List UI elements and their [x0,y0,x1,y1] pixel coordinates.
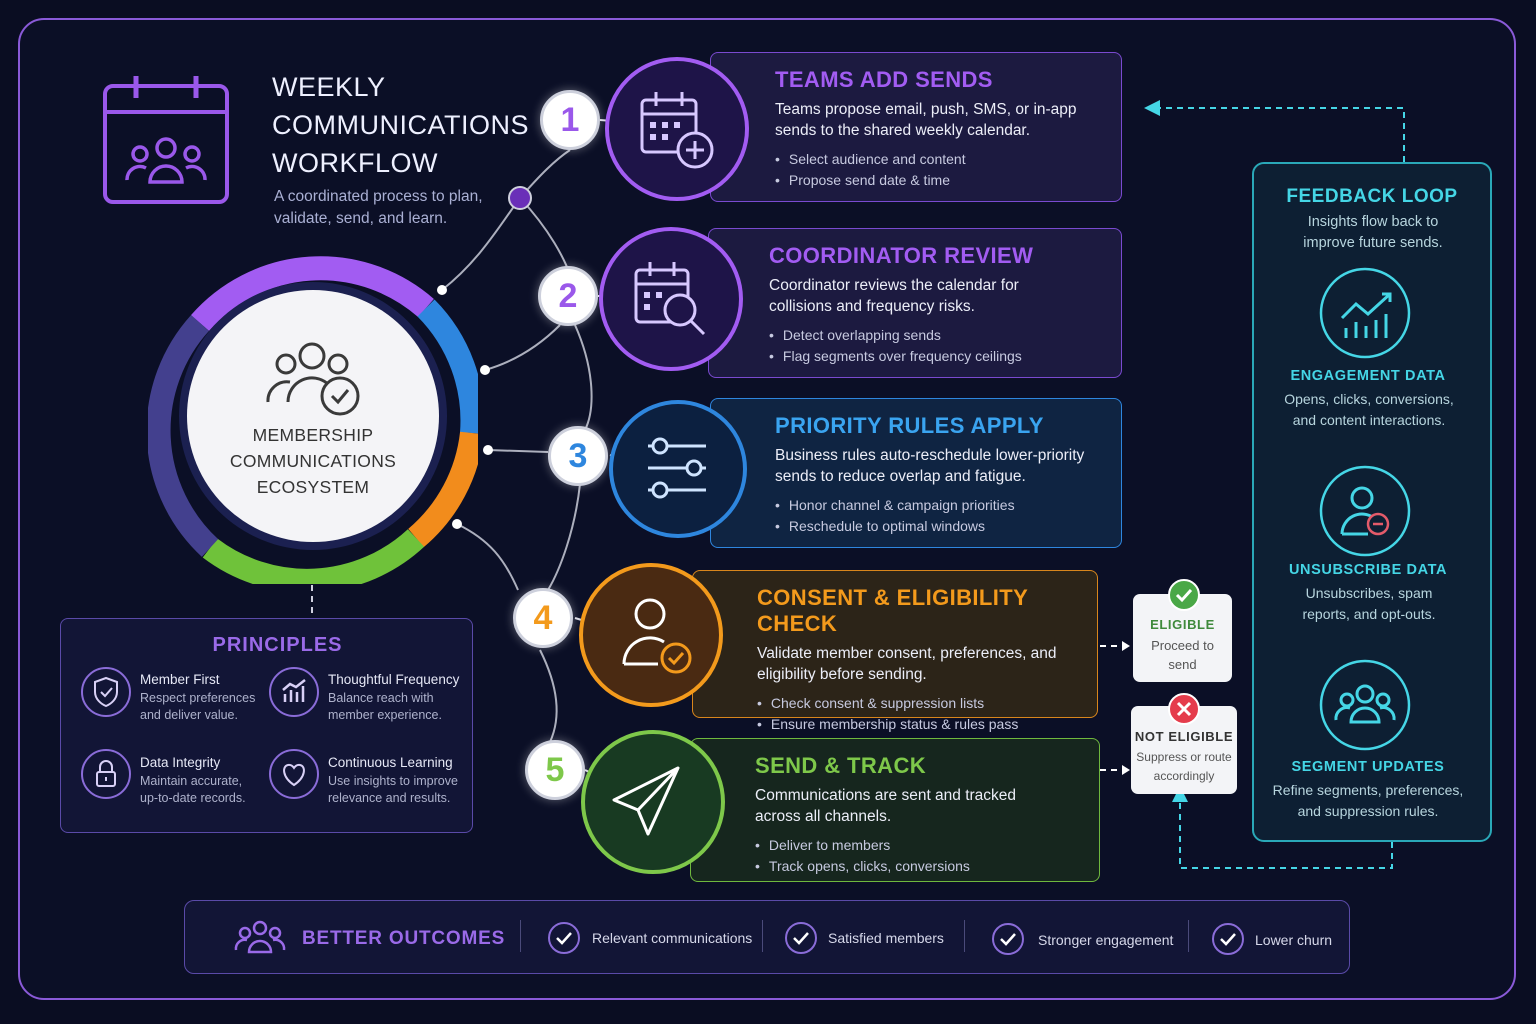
step-3-bullet: Reschedule to optimal windows [775,516,1101,537]
feedback-arrow-head [1144,100,1160,116]
divider [964,920,965,952]
check-circle-icon [991,922,1025,961]
step-4-bullet: Ensure membership status & rules pass [757,714,1077,735]
return-arrow-head [1172,786,1188,802]
people-check-icon [264,338,364,423]
step-1-number: 1 [540,90,600,150]
user-check-icon [578,562,724,713]
principle-3-title: Data Integrity [140,755,221,770]
spine-2 [519,197,571,276]
page-subtitle: A coordinated process to plan, validate,… [274,188,483,227]
step-2-bullet: Detect overlapping sends [769,325,1101,346]
step-1-bullet: Select audience and content [775,149,1101,170]
divider [762,920,763,952]
step-5-bullet: Deliver to members [755,835,1079,856]
step-3-description: Business rules auto-reschedule lower-pri… [775,447,1085,485]
check-circle-icon [1211,922,1245,961]
calendar-people-icon [102,76,230,211]
divider [1188,920,1189,952]
hub-connector-2 [484,324,561,371]
outcome-item: Stronger engagement [1038,932,1174,948]
step-5-bullet: Track opens, clicks, conversions [755,856,1079,877]
principle-1-title: Member First [140,672,220,687]
outcome-item: Satisfied members [828,930,944,946]
hub-label: MEMBERSHIP COMMUNICATIONS ECOSYSTEM [229,425,397,497]
calendar-add-icon [604,56,750,207]
check-circle-icon [784,921,818,960]
step-5-title: SEND & TRACK [755,753,927,778]
step-4-number: 4 [513,588,573,648]
segment-updates-title: SEGMENT UPDATES [1291,759,1445,775]
feedback-title: FEEDBACK LOOP [1286,186,1458,207]
outcomes-title: BETTER OUTCOMES [302,928,506,949]
principles-panel [60,618,473,833]
principle-2-title: Thoughtful Frequency [328,672,460,687]
feedback-subtitle: Insights flow back to improve future sen… [1303,214,1443,251]
hub-connector-4 [456,523,519,591]
step-3-title: PRIORITY RULES APPLY [775,413,1044,438]
step-3-card: PRIORITY RULES APPLY Business rules auto… [710,398,1122,548]
step-3-number: 3 [548,426,608,486]
hub-connector-3 [487,449,549,453]
trend-chart-icon [1318,266,1412,365]
hub-ring [146,248,485,593]
group-icon [1318,658,1412,757]
principle-3-text: Maintain accurate, up-to-date records. [140,774,246,805]
step-5-description: Communications are sent and tracked acro… [755,787,1017,825]
not-eligible-title: NOT ELIGIBLE [1134,729,1234,744]
step-2-description: Coordinator reviews the calendar for col… [769,277,1019,315]
outcomes-group-icon [234,918,286,963]
unsubscribe-data-text: Unsubscribes, spam reports, and opt-outs… [1302,585,1436,622]
eligible-text: Proceed to send [1151,638,1214,672]
step-5-number: 5 [525,740,585,800]
eligible-title: ELIGIBLE [1150,617,1215,632]
step-5-card: SEND & TRACK Communications are sent and… [690,738,1100,882]
engagement-data-title: ENGAGEMENT DATA [1290,368,1446,384]
step-3-bullet: Honor channel & campaign priorities [775,495,1101,516]
paper-plane-icon [580,726,726,883]
spine-5 [539,649,558,743]
spine-3 [574,324,593,431]
outcome-item: Relevant communications [592,930,753,946]
sliders-icon [608,398,748,545]
step-1-card: TEAMS ADD SENDS Teams propose email, pus… [710,52,1122,202]
not-eligible-status-box: NOT ELIGIBLE Suppress or route according… [1131,706,1237,794]
principle-4-text: Use insights to improve relevance and re… [328,774,458,805]
engagement-data-text: Opens, clicks, conversions, and content … [1284,391,1454,428]
not-eligible-text: Suppress or route accordingly [1136,750,1232,783]
step-2-number: 2 [538,266,598,326]
divider [520,920,521,952]
lock-icon [80,748,132,805]
calendar-search-icon [598,226,744,377]
check-circle-icon [547,921,581,960]
step-4-bullet: Check consent & suppression lists [757,693,1077,714]
page-title: WEEKLY COMMUNICATIONS WORKFLOW [272,72,529,178]
junction-dot [508,186,532,210]
principle-4-title: Continuous Learning [328,755,453,770]
outcomes-bar [184,900,1350,974]
step-2-card: COORDINATOR REVIEW Coordinator reviews t… [708,228,1122,378]
step-4-card: CONSENT & ELIGIBILITY CHECK Validate mem… [692,570,1098,732]
heart-icon [268,748,320,805]
principles-title: PRINCIPLES [212,634,343,656]
step-4-description: Validate member consent, preferences, an… [757,645,1057,683]
principle-1-text: Respect preferences and deliver value. [140,691,256,722]
shield-check-icon [80,666,132,723]
principle-2-text: Balance reach with member experience. [328,691,442,722]
step-1-bullet: Propose send date & time [775,170,1101,191]
x-circle-icon [1167,692,1201,731]
segment-updates-text: Refine segments, preferences, and suppre… [1272,782,1464,819]
user-minus-icon [1318,464,1412,563]
check-circle-icon [1167,578,1201,617]
step-1-title: TEAMS ADD SENDS [775,67,993,92]
step-4-title: CONSENT & ELIGIBILITY CHECK [757,585,1028,636]
spine-4 [547,483,581,591]
unsubscribe-data-title: UNSUBSCRIBE DATA [1288,562,1448,578]
step-1-description: Teams propose email, push, SMS, or in-ap… [775,101,1077,139]
bar-chart-icon [268,666,320,723]
step-2-bullet: Flag segments over frequency ceilings [769,346,1101,367]
outcome-item: Lower churn [1255,932,1333,948]
step-2-title: COORDINATOR REVIEW [769,243,1034,268]
